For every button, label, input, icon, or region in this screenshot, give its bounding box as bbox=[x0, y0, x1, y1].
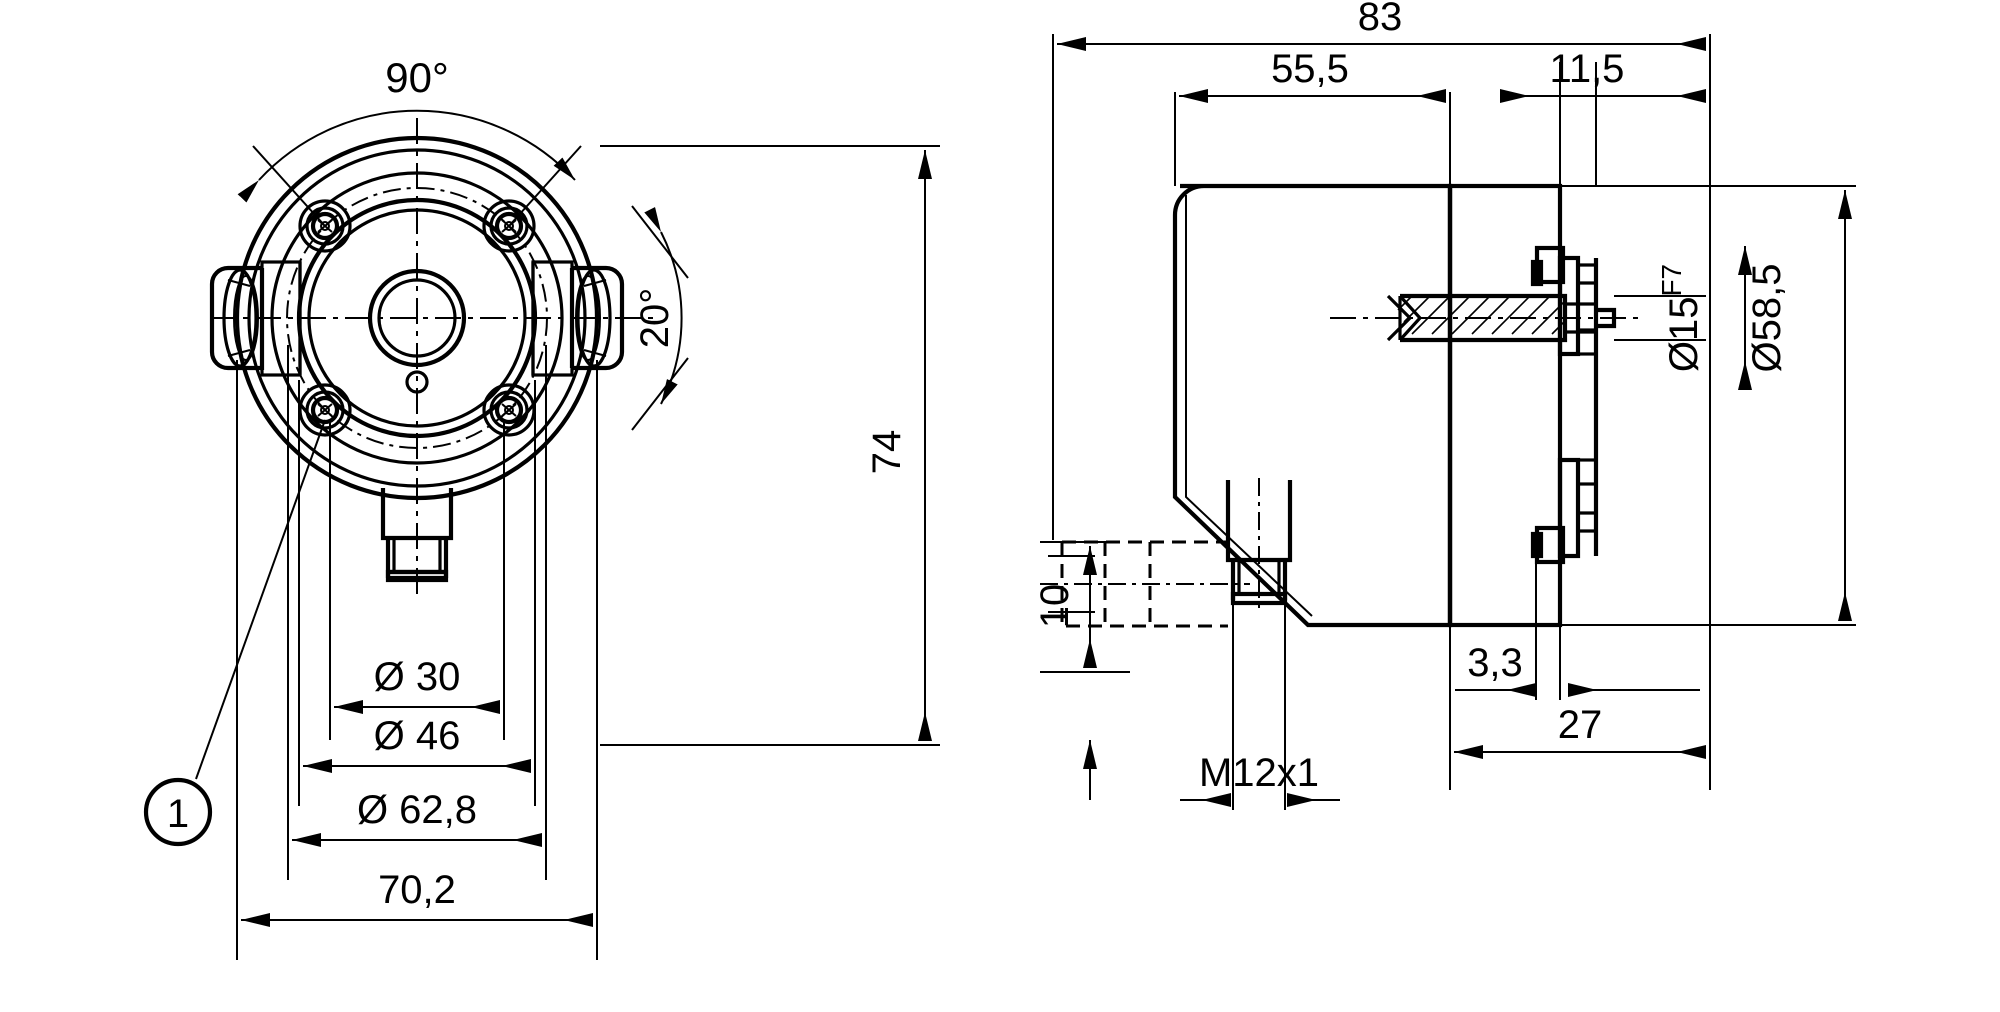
connector-side bbox=[1040, 478, 1293, 628]
dim-d46: Ø 46 bbox=[303, 714, 531, 773]
dim-74: 74 bbox=[600, 145, 940, 746]
dim-angle-20: 20° bbox=[631, 205, 689, 431]
mounting-screw bbox=[298, 383, 352, 437]
dim-m12x1: M12x1 bbox=[1083, 604, 1340, 810]
balloon-label: 1 bbox=[167, 792, 189, 836]
dim-10-label: 10 bbox=[1033, 584, 1077, 629]
dim-555-label: 55,5 bbox=[1271, 47, 1349, 91]
dim-outer-height bbox=[1560, 185, 1856, 626]
dim-83: 83 bbox=[1057, 0, 1706, 51]
dim-d46-label: Ø 46 bbox=[374, 714, 461, 758]
flange-plate bbox=[1447, 183, 1599, 628]
front-view-extension-lines bbox=[236, 345, 598, 960]
dim-83-label: 83 bbox=[1358, 0, 1403, 39]
dim-angle-90-label: 90° bbox=[385, 54, 449, 101]
dim-d585: Ø58,5 bbox=[1738, 246, 1789, 390]
dim-74-label: 74 bbox=[865, 430, 909, 475]
dim-33: 3,3 bbox=[1449, 560, 1700, 790]
dim-10: 10 bbox=[1033, 541, 1130, 673]
dim-angle-90: 90° bbox=[237, 54, 582, 227]
dim-115: 11,5 bbox=[1500, 47, 1706, 103]
dim-d30-label: Ø 30 bbox=[374, 655, 461, 699]
dim-702: 70,2 bbox=[241, 868, 593, 927]
dim-d585-label: Ø58,5 bbox=[1745, 264, 1789, 373]
dim-555: 55,5 bbox=[1179, 47, 1446, 103]
dim-angle-20-label: 20° bbox=[633, 288, 677, 349]
side-view-group: 83 55,5 11,5 Ø15F7 Ø58,5 bbox=[1033, 0, 1856, 810]
dim-d15f7: Ø15F7 bbox=[1614, 264, 1706, 372]
dim-115-label: 11,5 bbox=[1550, 47, 1625, 91]
dim-d30: Ø 30 bbox=[334, 655, 500, 714]
dim-d15-label: Ø15F7 bbox=[1656, 264, 1706, 372]
dim-27: 27 bbox=[1454, 703, 1706, 759]
dim-d628-label: Ø 62,8 bbox=[357, 788, 477, 832]
mounting-screws bbox=[298, 199, 536, 437]
bearing-seat bbox=[1530, 259, 1544, 559]
side-view-extension-lines bbox=[1052, 34, 1711, 790]
dim-702-label: 70,2 bbox=[378, 868, 456, 912]
housing-inner-edge bbox=[1185, 195, 1313, 617]
dim-33-label: 3,3 bbox=[1467, 641, 1523, 685]
dim-27-label: 27 bbox=[1558, 703, 1603, 747]
dim-m12x1-label: M12x1 bbox=[1199, 751, 1319, 795]
dim-d628: Ø 62,8 bbox=[292, 788, 542, 847]
balloon-callout-1: 1 bbox=[143, 419, 326, 847]
front-view-group: 90° 20° 74 Ø bbox=[143, 54, 940, 960]
housing-body bbox=[1172, 183, 1453, 628]
mounting-screw bbox=[482, 383, 536, 437]
